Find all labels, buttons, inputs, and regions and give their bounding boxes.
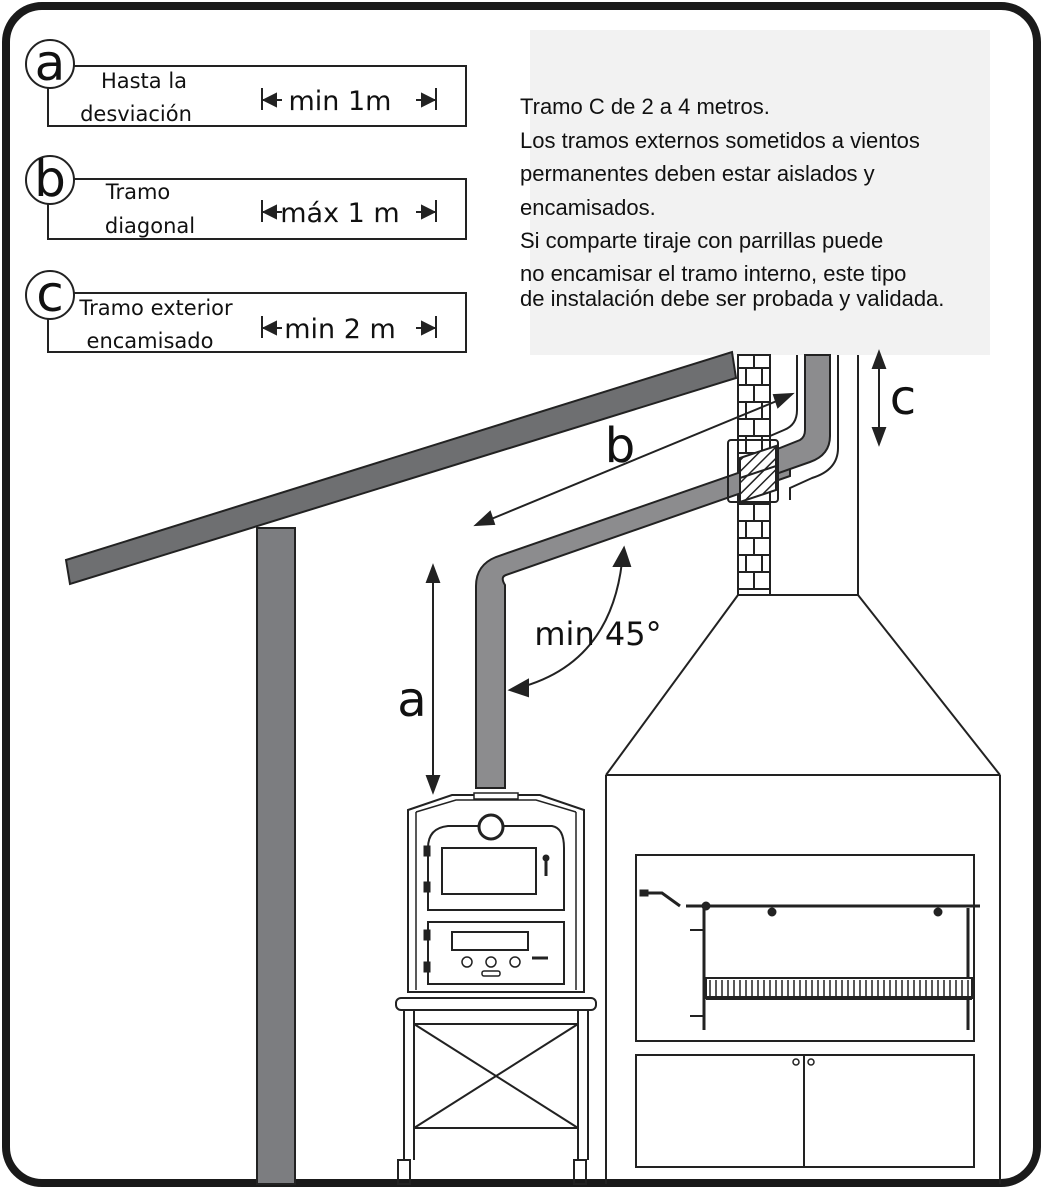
wall-insulation-bottom xyxy=(739,464,777,504)
legend-c: c Tramo exterior encamisado min 2 m xyxy=(25,265,467,353)
note-box xyxy=(530,30,990,355)
sleeve-inner-outline xyxy=(769,355,798,437)
note-line: Tramo C de 2 a 4 metros. xyxy=(520,94,770,119)
installation-notes: Tramo C de 2 a 4 metros. Los tramos exte… xyxy=(520,94,944,311)
legend-b-measure: máx 1 m xyxy=(280,198,399,229)
stove-stand xyxy=(395,997,597,1185)
roof-beam xyxy=(66,352,736,584)
angle-arc xyxy=(507,545,632,698)
legend-b-letter: b xyxy=(34,150,66,208)
support-post xyxy=(256,527,296,1185)
dimension-a-arrow xyxy=(425,563,441,795)
grill-hood xyxy=(605,355,1001,1184)
flue-pipe-lower xyxy=(475,453,791,789)
angle-label: min 45° xyxy=(534,615,661,653)
legend-b: b Tramo diagonal máx 1 m xyxy=(25,150,467,240)
legend-b-line2: diagonal xyxy=(105,214,195,238)
note-line: Los tramos externos sometidos a vientos xyxy=(520,128,920,153)
grill-rack xyxy=(639,889,980,1030)
cabinet-knob-icon xyxy=(792,1058,800,1066)
roof-beam-outline xyxy=(64,350,738,586)
note-line: Si comparte tiraje con parrillas puede xyxy=(520,228,883,253)
dimension-b-label: b xyxy=(605,418,635,474)
legend-a-line1: Hasta la xyxy=(101,69,187,93)
note-line: encamisados. xyxy=(520,195,656,220)
dimension-c-arrow xyxy=(871,349,887,447)
legend-c-measure: min 2 m xyxy=(284,314,396,345)
wall-thimble xyxy=(727,439,779,503)
sleeve-outline xyxy=(789,355,839,500)
legend-c-letter: c xyxy=(36,265,64,323)
cabinet-knob-icon xyxy=(807,1058,815,1066)
note-line: no encamisar el tramo interno, este tipo xyxy=(520,261,906,286)
legend-a: a Hasta la desviación min 1m xyxy=(25,34,467,127)
legend-c-line1: Tramo exterior xyxy=(78,296,233,320)
legend-c-line2: encamisado xyxy=(87,329,214,353)
wood-stove xyxy=(407,792,585,993)
legend-a-line2: desviación xyxy=(80,102,192,126)
legend-a-letter: a xyxy=(35,34,66,92)
note-line: de instalación debe ser probada y valida… xyxy=(520,286,944,311)
note-line: permanentes deben estar aislados y xyxy=(520,161,875,186)
legend-a-measure: min 1m xyxy=(289,86,392,117)
dimension-a-label: a xyxy=(397,672,426,728)
grill-compartment xyxy=(635,854,975,1042)
legend-b-line1: Tramo xyxy=(105,180,171,204)
dimension-c-label: c xyxy=(890,370,916,426)
dimension-b-arrow xyxy=(473,392,795,527)
